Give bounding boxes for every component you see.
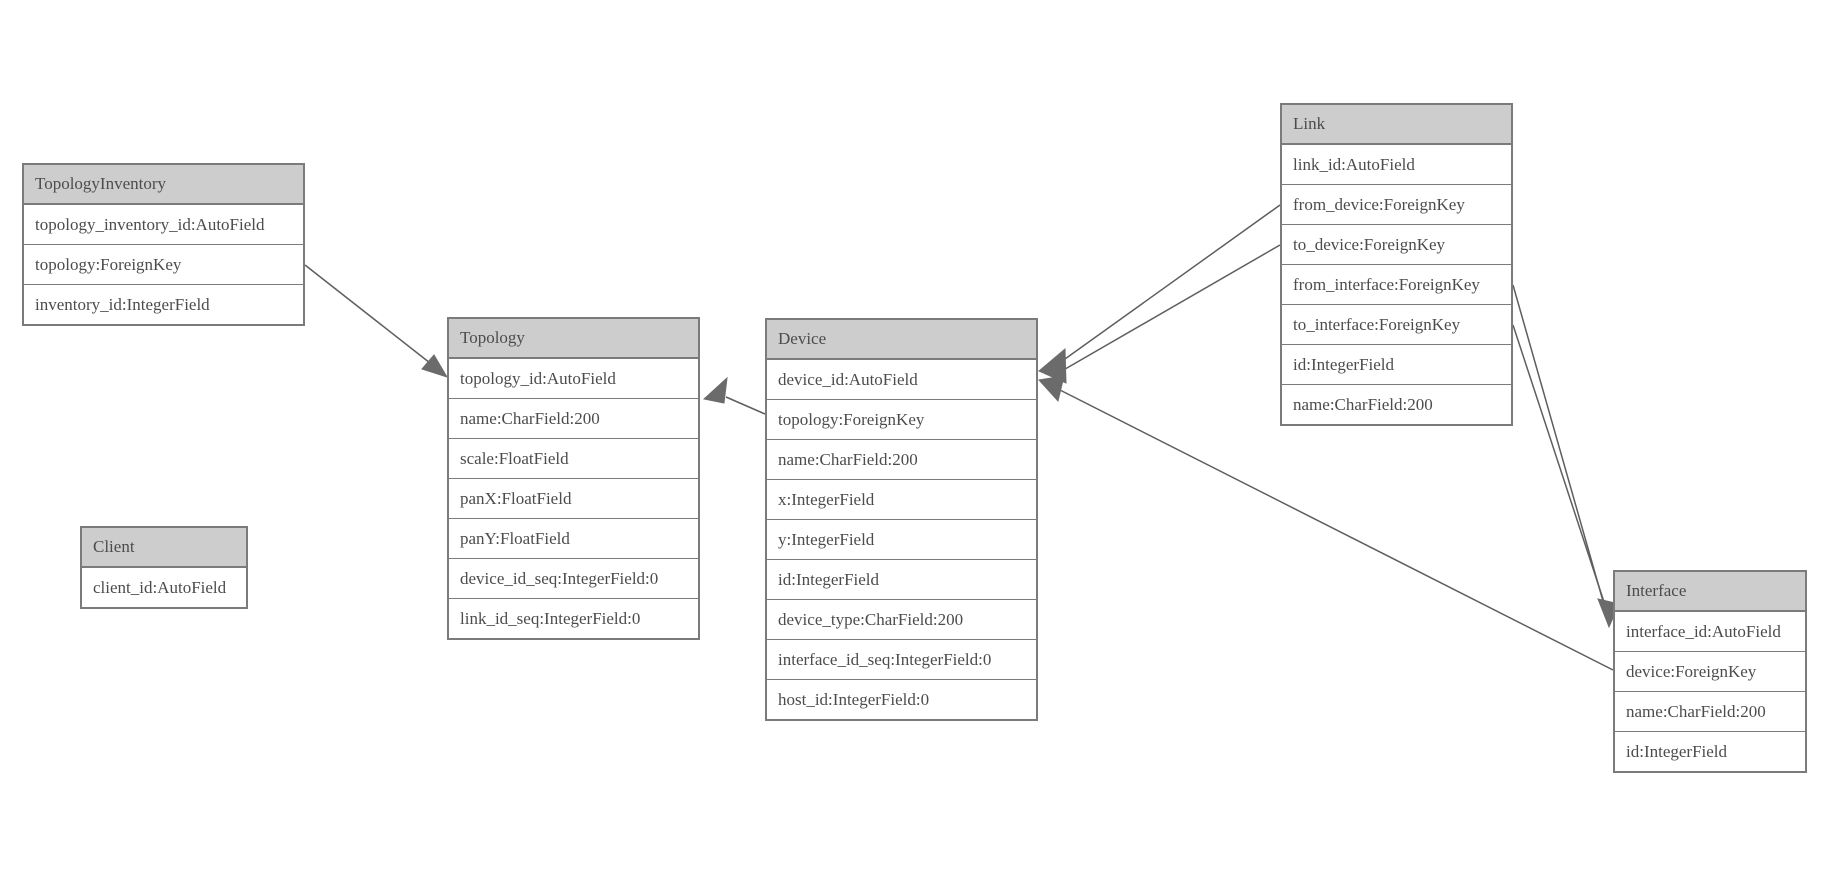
table-topology: Topology topology_id:AutoField name:Char… [447,317,700,640]
edge-interface-device [1057,388,1614,671]
field-topology-id: topology_id:AutoField [449,359,698,399]
table-device-header: Device [767,320,1036,360]
field-from-interface: from_interface:ForeignKey [1282,265,1511,305]
edge-link-from-interface [1512,284,1604,602]
arrowhead-topologyinventory-topology [421,354,449,378]
table-device: Device device_id:AutoField topology:Fore… [765,318,1038,721]
field-device-fk: device:ForeignKey [1615,652,1805,692]
field-name: name:CharField:200 [767,440,1036,480]
field-name: name:CharField:200 [1282,385,1511,424]
edge-link-from-device [1057,204,1281,365]
field-link-id: link_id:AutoField [1282,145,1511,185]
table-link: Link link_id:AutoField from_device:Forei… [1280,103,1513,426]
field-from-device: from_device:ForeignKey [1282,185,1511,225]
field-link-id-seq: link_id_seq:IntegerField:0 [449,599,698,638]
field-inventory-id: inventory_id:IntegerField [24,285,303,324]
field-id: id:IntegerField [767,560,1036,600]
field-device-id: device_id:AutoField [767,360,1036,400]
field-interface-id: interface_id:AutoField [1615,612,1805,652]
field-device-id-seq: device_id_seq:IntegerField:0 [449,559,698,599]
field-name: name:CharField:200 [1615,692,1805,732]
field-host-id: host_id:IntegerField:0 [767,680,1036,719]
arrowhead-device-topology [702,376,728,404]
edge-link-to-device [1059,244,1281,373]
field-panx: panX:FloatField [449,479,698,519]
field-x: x:IntegerField [767,480,1036,520]
edge-topologyinventory-topology [304,264,431,364]
table-topologyinventory-header: TopologyInventory [24,165,303,205]
field-y: y:IntegerField [767,520,1036,560]
arrowhead-interface-device [1038,375,1065,403]
table-topologyinventory: TopologyInventory topology_inventory_id:… [22,163,305,326]
table-interface-header: Interface [1615,572,1805,612]
field-id: id:IntegerField [1282,345,1511,385]
table-client-header: Client [82,528,246,568]
field-interface-id-seq: interface_id_seq:IntegerField:0 [767,640,1036,680]
field-device-type: device_type:CharField:200 [767,600,1036,640]
field-scale: scale:FloatField [449,439,698,479]
field-topology-inventory-id: topology_inventory_id:AutoField [24,205,303,245]
edge-device-topology [725,396,766,415]
field-topology-fk: topology:ForeignKey [24,245,303,285]
field-client-id: client_id:AutoField [82,568,246,607]
field-topology-fk: topology:ForeignKey [767,400,1036,440]
table-topology-header: Topology [449,319,698,359]
arrowhead-link-device [1038,347,1067,384]
field-name: name:CharField:200 [449,399,698,439]
field-to-device: to_device:ForeignKey [1282,225,1511,265]
field-to-interface: to_interface:ForeignKey [1282,305,1511,345]
field-id: id:IntegerField [1615,732,1805,771]
field-pany: panY:FloatField [449,519,698,559]
table-link-header: Link [1282,105,1511,145]
edge-link-to-interface [1512,324,1607,609]
table-interface: Interface interface_id:AutoField device:… [1613,570,1807,773]
table-client: Client client_id:AutoField [80,526,248,609]
